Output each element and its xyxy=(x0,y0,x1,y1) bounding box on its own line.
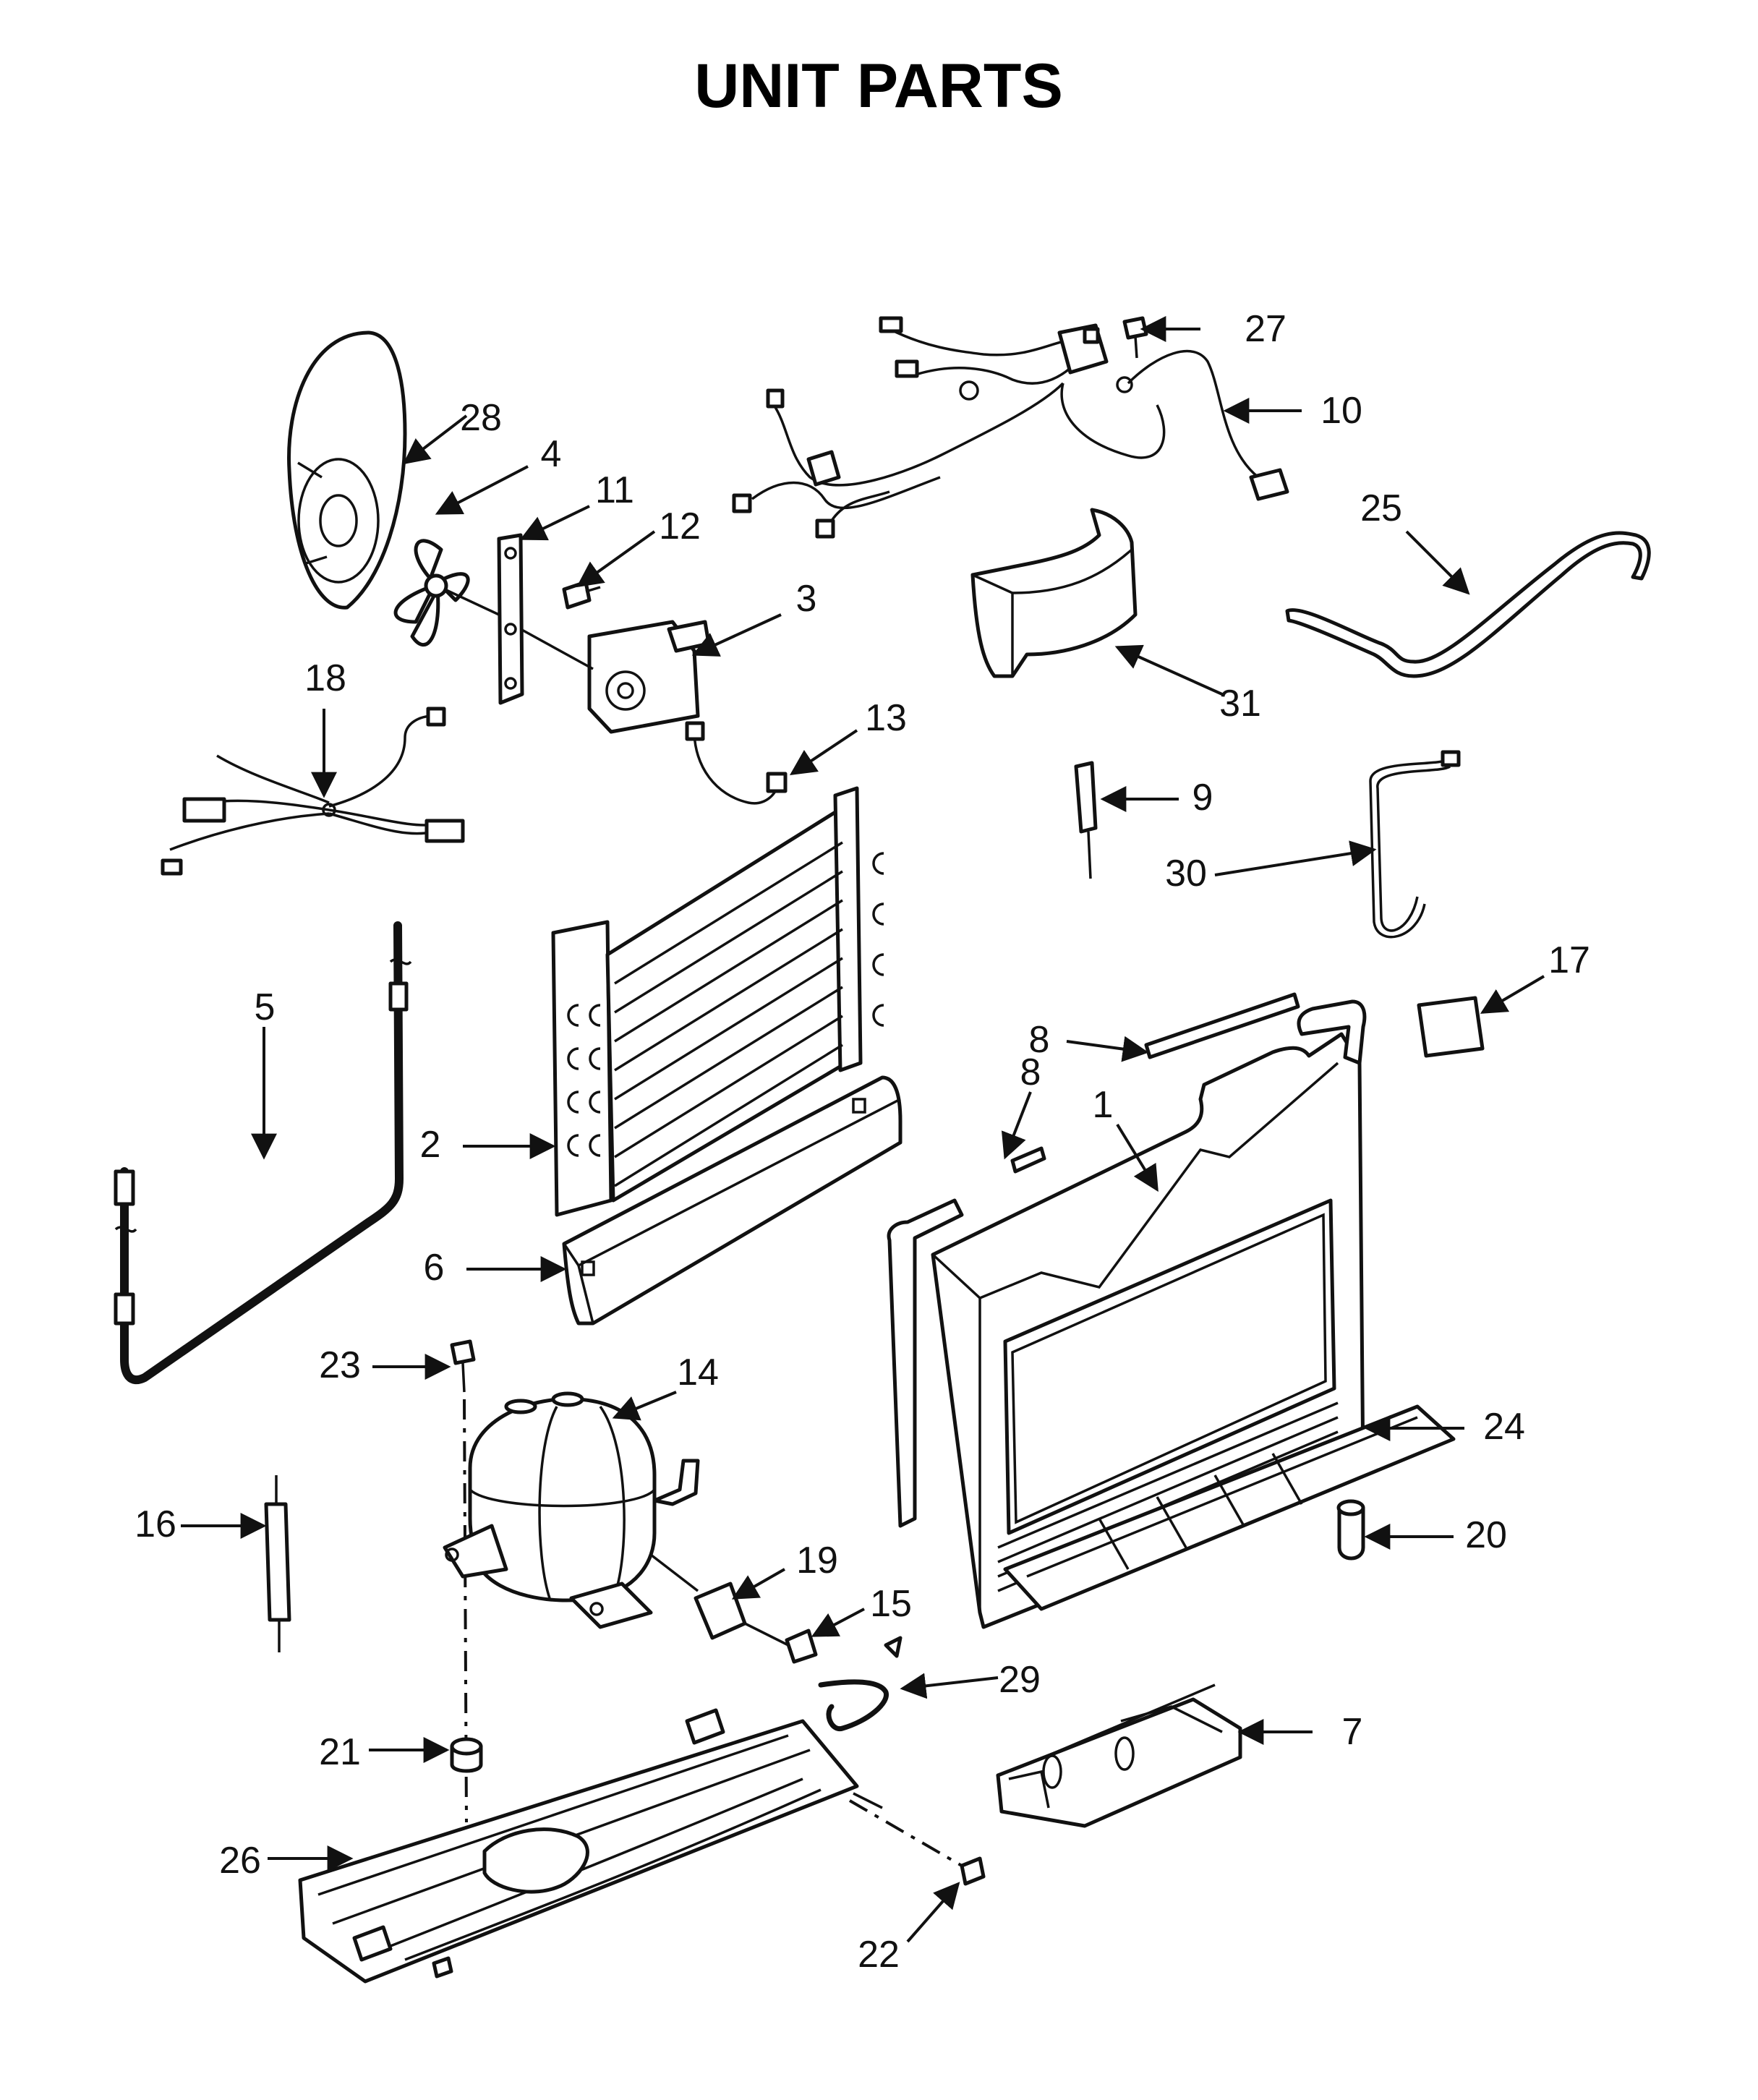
part-27-screw xyxy=(1122,316,1148,359)
callout-14: 14 xyxy=(677,1352,719,1393)
callout-numbers: 1 2 3 4 5 6 7 8 8 9 10 11 12 13 14 15 16… xyxy=(135,308,1590,1976)
callout-26: 26 xyxy=(219,1840,261,1882)
part-07-drain-pan xyxy=(996,1683,1242,1828)
part-12-screw xyxy=(562,580,601,610)
callout-22: 22 xyxy=(858,1934,900,1976)
callout-30: 30 xyxy=(1165,853,1207,895)
part-25-loop-heater xyxy=(1285,531,1651,678)
leader-lines xyxy=(181,316,1545,1943)
callout-3: 3 xyxy=(796,578,817,620)
part-28-fan-shroud xyxy=(287,330,407,610)
part-06-condenser-tray xyxy=(562,1075,903,1326)
callout-6: 6 xyxy=(424,1247,445,1289)
part-16-filter-drier xyxy=(264,1475,291,1652)
part-18-wire-harness xyxy=(161,707,465,876)
page-title: UNIT PARTS xyxy=(694,51,1063,121)
callout-2: 2 xyxy=(420,1124,441,1166)
callout-1: 1 xyxy=(1093,1084,1114,1126)
part-21-grommet xyxy=(450,1737,483,1773)
callout-20: 20 xyxy=(1465,1514,1507,1556)
part-30-sensor-wire xyxy=(1369,750,1461,939)
callout-8b: 8 xyxy=(1020,1051,1041,1093)
part-31-air-duct xyxy=(970,508,1138,678)
callout-10: 10 xyxy=(1320,390,1362,432)
part-10-main-harness xyxy=(732,316,1289,539)
callout-8a: 8 xyxy=(1029,1019,1050,1061)
callout-12: 12 xyxy=(659,505,701,547)
screw-22-path xyxy=(848,1799,963,1867)
callout-19: 19 xyxy=(796,1540,838,1582)
part-04-fan-blade xyxy=(393,539,500,647)
part-05-defrost-wire xyxy=(114,921,412,1385)
callout-7: 7 xyxy=(1342,1711,1363,1753)
callout-9: 9 xyxy=(1192,777,1213,819)
callout-31: 31 xyxy=(1219,683,1261,725)
callout-27: 27 xyxy=(1245,308,1287,350)
part-26-base-plate xyxy=(298,1708,883,1984)
part-17-evaporator-pad xyxy=(1417,996,1485,1058)
callout-5: 5 xyxy=(255,986,276,1028)
callout-25: 25 xyxy=(1360,487,1402,529)
callout-18: 18 xyxy=(304,657,346,699)
part-15-overload-cover xyxy=(744,1622,818,1664)
part-02-condenser xyxy=(551,786,884,1217)
callout-16: 16 xyxy=(135,1503,176,1545)
callout-28: 28 xyxy=(460,397,502,439)
part-13-fan-harness xyxy=(685,721,788,805)
part-19-relay xyxy=(649,1553,747,1640)
part-20-bumper xyxy=(1336,1499,1365,1561)
part-03-fan-motor xyxy=(520,620,711,734)
callout-24: 24 xyxy=(1483,1406,1525,1448)
part-23-screw xyxy=(450,1339,476,1393)
callout-11: 11 xyxy=(595,469,634,511)
callout-13: 13 xyxy=(865,697,907,739)
part-11-fan-bracket xyxy=(497,533,524,705)
part-22-screw xyxy=(960,1856,986,1886)
callout-17: 17 xyxy=(1548,939,1590,981)
part-09-thermistor xyxy=(1074,761,1098,879)
part-29-tube xyxy=(818,1636,903,1732)
callout-23: 23 xyxy=(319,1344,361,1386)
part-24-base-grille xyxy=(1003,1404,1456,1611)
part-14-compressor xyxy=(443,1391,700,1629)
callout-21: 21 xyxy=(319,1731,361,1773)
callout-4: 4 xyxy=(541,433,562,475)
callout-15: 15 xyxy=(870,1583,912,1625)
callout-29: 29 xyxy=(999,1659,1041,1701)
